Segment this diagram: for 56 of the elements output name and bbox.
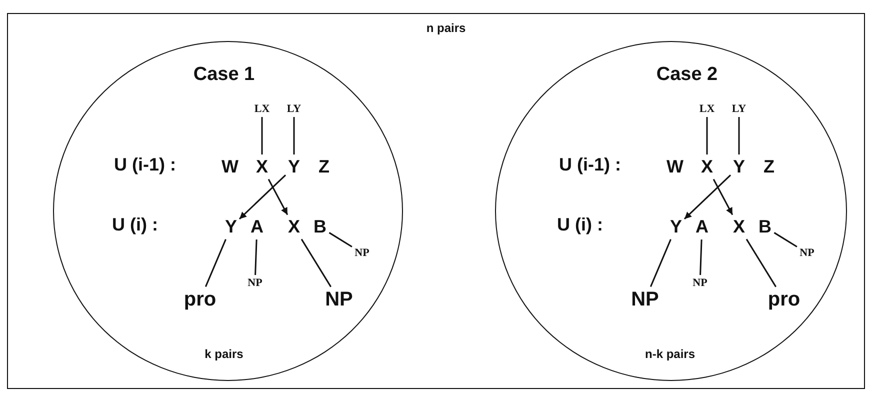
tree-node-label: W: [666, 156, 684, 178]
row-label: U (i-1) :: [558, 154, 622, 176]
tree-branch-line: [706, 117, 708, 154]
tree-branch-line: [650, 239, 672, 287]
tree-node-label: X: [732, 216, 746, 238]
tree-node-label: NP: [246, 277, 264, 289]
tree-node-label: Y: [224, 216, 238, 238]
tree-node-label: Y: [669, 216, 683, 238]
arrow: [238, 174, 286, 220]
tree-node-label: X: [255, 156, 269, 178]
case-circle: [53, 41, 403, 381]
tree-node-label: NP: [630, 288, 660, 312]
tree-branch-line: [328, 232, 352, 248]
tree-node-label: B: [312, 216, 328, 238]
tree-node-label: B: [758, 216, 772, 238]
tree-node-label: NP: [798, 247, 816, 259]
tree-branch-line: [300, 238, 332, 288]
row-label: U (i) :: [111, 214, 159, 236]
tree-node-label: W: [220, 156, 240, 178]
tree-node-label: pro: [182, 288, 218, 312]
case-heading: Case 1: [192, 64, 256, 86]
tree-node-label: NP: [692, 277, 708, 289]
tree-node-label: X: [287, 216, 301, 238]
tree-node-label: Y: [287, 156, 301, 178]
tree-node-label: LY: [730, 103, 748, 115]
tree-branch-line: [700, 239, 702, 276]
tree-node-label: pro: [766, 288, 802, 312]
tree-branch-line: [204, 239, 226, 287]
tree-branch-line: [746, 238, 776, 288]
tree-node-label: LY: [286, 103, 302, 115]
tree-node-label: X: [700, 156, 714, 178]
arrow: [684, 174, 732, 220]
tree-node-label: Z: [318, 156, 330, 178]
tree-branch-line: [774, 232, 798, 248]
tree-node-label: Y: [732, 156, 746, 178]
tree-branch-line: [293, 117, 295, 154]
tree-node-label: LX: [253, 103, 271, 115]
frame-heading: n pairs: [425, 21, 467, 35]
frame-box: [7, 13, 865, 389]
tree-node-label: A: [250, 216, 264, 238]
arrow: [268, 178, 288, 216]
row-label: U (i-1) :: [113, 154, 177, 176]
tree-node-label: NP: [354, 247, 370, 259]
tree-node-label: A: [694, 216, 710, 238]
case-circle: [495, 41, 847, 381]
pair-count: n-k pairs: [644, 347, 696, 361]
tree-branch-line: [254, 239, 258, 276]
tree-node-label: NP: [324, 288, 354, 312]
tree-branch-line: [738, 117, 740, 154]
tree-branch-line: [261, 117, 263, 154]
pair-count: k pairs: [204, 347, 244, 361]
arrow: [712, 178, 734, 216]
tree-node-label: LX: [698, 103, 716, 115]
case-heading: Case 2: [655, 64, 719, 86]
row-label: U (i) :: [556, 214, 604, 236]
tree-node-label: Z: [762, 156, 776, 178]
